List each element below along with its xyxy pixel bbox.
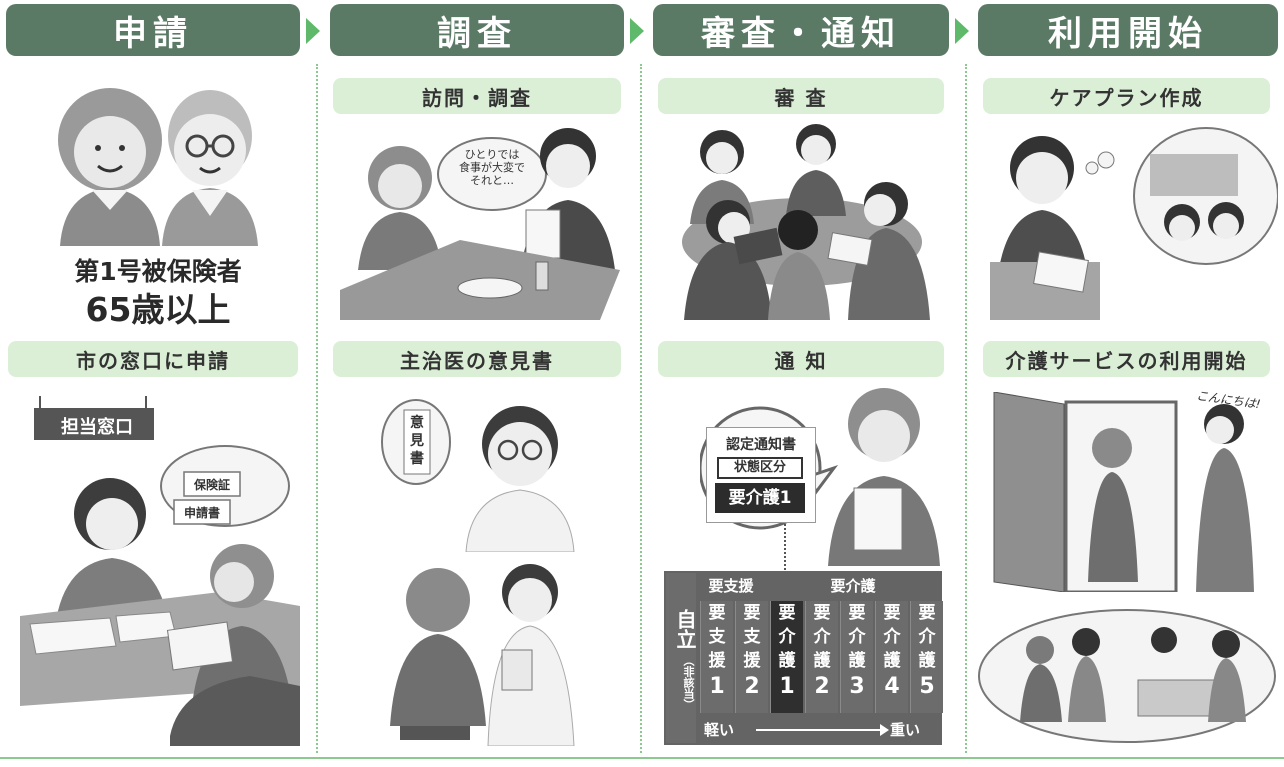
speech-line: ひとりでは bbox=[464, 148, 520, 161]
care-level-char: 介 bbox=[778, 627, 796, 647]
care-service-cloud-illustration bbox=[976, 606, 1278, 746]
subheading-review: 審 査 bbox=[658, 78, 944, 114]
care-level-char: 5 bbox=[919, 674, 935, 699]
care-level-char: 介 bbox=[918, 627, 936, 647]
light-label: 軽い bbox=[704, 721, 735, 739]
care-level-column: 要支援 1 bbox=[700, 601, 733, 713]
home-visit-illustration bbox=[340, 120, 620, 320]
care-level-char: 1 bbox=[779, 674, 795, 699]
subheading-service-start: 介護サービスの利用開始 bbox=[983, 341, 1270, 377]
application-form-label: 申請書 bbox=[183, 506, 220, 520]
care-level-char: 介 bbox=[813, 627, 831, 647]
city-counter-illustration bbox=[20, 396, 300, 746]
stage-survey-title: 調査 bbox=[437, 13, 517, 54]
column-divider bbox=[965, 64, 967, 753]
bottom-divider bbox=[0, 757, 1284, 759]
opinion-document-text: 意 見 書 bbox=[404, 414, 430, 468]
support-header: 要支援 bbox=[708, 577, 754, 595]
care-level-char: 護 bbox=[848, 651, 866, 671]
home-visit-greeting-illustration bbox=[990, 392, 1280, 592]
subheading-care-plan: ケアプラン作成 bbox=[983, 78, 1270, 114]
stage-review-notice-title: 審査・通知 bbox=[701, 13, 901, 54]
insured-category-label: 第1号被保険者 bbox=[74, 257, 242, 286]
consultation-illustration bbox=[380, 556, 580, 746]
arrow-right-icon bbox=[306, 18, 320, 44]
care-level-column: 要介護 3 bbox=[840, 601, 873, 713]
care-level-char: 介 bbox=[883, 627, 901, 647]
elderly-couple-illustration bbox=[40, 70, 280, 246]
care-level-char: 要 bbox=[743, 603, 761, 623]
severity-arrowhead bbox=[880, 724, 889, 736]
care-level-char: 要 bbox=[883, 603, 901, 623]
care-level-char: 援 bbox=[708, 651, 726, 671]
notice-document: 認定通知書 状態区分 要介護1 bbox=[706, 427, 816, 523]
speech-bubble-text: ひとりでは 食事が大変で それと… bbox=[452, 148, 532, 187]
opinion-doc-char: 書 bbox=[410, 451, 424, 467]
care-level-char: 要 bbox=[708, 603, 726, 623]
care-level-char: 護 bbox=[918, 651, 936, 671]
care-level-char: 2 bbox=[744, 674, 760, 699]
opinion-doc-char: 意 bbox=[410, 415, 424, 431]
insurance-card-label: 保険証 bbox=[193, 478, 230, 492]
care-level-char: 援 bbox=[743, 651, 761, 671]
care-level-char: 護 bbox=[883, 651, 901, 671]
care-level-char: 支 bbox=[743, 627, 761, 647]
arrow-right-icon bbox=[955, 18, 969, 44]
committee-meeting-illustration bbox=[662, 124, 942, 320]
care-level-char: 介 bbox=[848, 627, 866, 647]
care-level-char: 1 bbox=[709, 674, 725, 699]
care-header: 要介護 bbox=[830, 577, 876, 595]
care-level-column: 要介護 4 bbox=[875, 601, 908, 713]
notice-title: 認定通知書 bbox=[726, 437, 796, 453]
subheading-notice: 通 知 bbox=[658, 341, 944, 377]
stage-start-service: 利用開始 bbox=[978, 4, 1278, 56]
independent-sub-label: （非該当） bbox=[682, 655, 695, 710]
opinion-doc-char: 見 bbox=[410, 433, 424, 449]
independent-label: 自立 bbox=[673, 609, 697, 649]
care-level-char: 要 bbox=[848, 603, 866, 623]
notice-care-level: 要介護1 bbox=[715, 483, 805, 513]
doctor-illustration bbox=[380, 392, 580, 552]
subheading-doctor-opinion: 主治医の意見書 bbox=[333, 341, 621, 377]
care-level-char: 要 bbox=[918, 603, 936, 623]
severity-arrow bbox=[756, 729, 884, 731]
stage-survey: 調査 bbox=[330, 4, 624, 56]
age-label: 65歳以上 bbox=[85, 290, 231, 329]
care-level-char: 3 bbox=[849, 674, 865, 699]
connector-dots bbox=[784, 524, 786, 574]
speech-line: 食事が大変で bbox=[459, 161, 525, 174]
stage-start-service-title: 利用開始 bbox=[1048, 13, 1208, 54]
subheading-city-window: 市の窓口に申請 bbox=[8, 341, 298, 377]
speech-line: それと… bbox=[470, 174, 514, 187]
column-divider bbox=[316, 64, 318, 753]
arrow-right-icon bbox=[630, 18, 644, 44]
care-level-char: 要 bbox=[778, 603, 796, 623]
column-divider bbox=[640, 64, 642, 753]
care-level-char: 4 bbox=[884, 674, 900, 699]
care-level-column: 要介護 5 bbox=[910, 601, 943, 713]
counter-sign-text: 担当窓口 bbox=[61, 417, 133, 438]
care-level-char: 2 bbox=[814, 674, 830, 699]
stage-review-notice: 審査・通知 bbox=[653, 4, 949, 56]
care-level-column: 要支援 2 bbox=[735, 601, 768, 713]
notice-status-label: 状態区分 bbox=[717, 457, 803, 479]
independent-column: 自立 （非該当） bbox=[666, 573, 697, 743]
care-level-char: 護 bbox=[778, 651, 796, 671]
care-level-char: 護 bbox=[813, 651, 831, 671]
stage-application-title: 申請 bbox=[113, 13, 193, 54]
care-plan-illustration bbox=[986, 122, 1278, 320]
care-level-column: 要介護 1 bbox=[770, 601, 803, 713]
heavy-label: 重い bbox=[890, 721, 921, 739]
subheading-home-visit: 訪問・調査 bbox=[333, 78, 621, 114]
care-level-char: 支 bbox=[708, 627, 726, 647]
stage-application: 申請 bbox=[6, 4, 300, 56]
care-level-column: 要介護 2 bbox=[805, 601, 838, 713]
care-level-char: 要 bbox=[813, 603, 831, 623]
